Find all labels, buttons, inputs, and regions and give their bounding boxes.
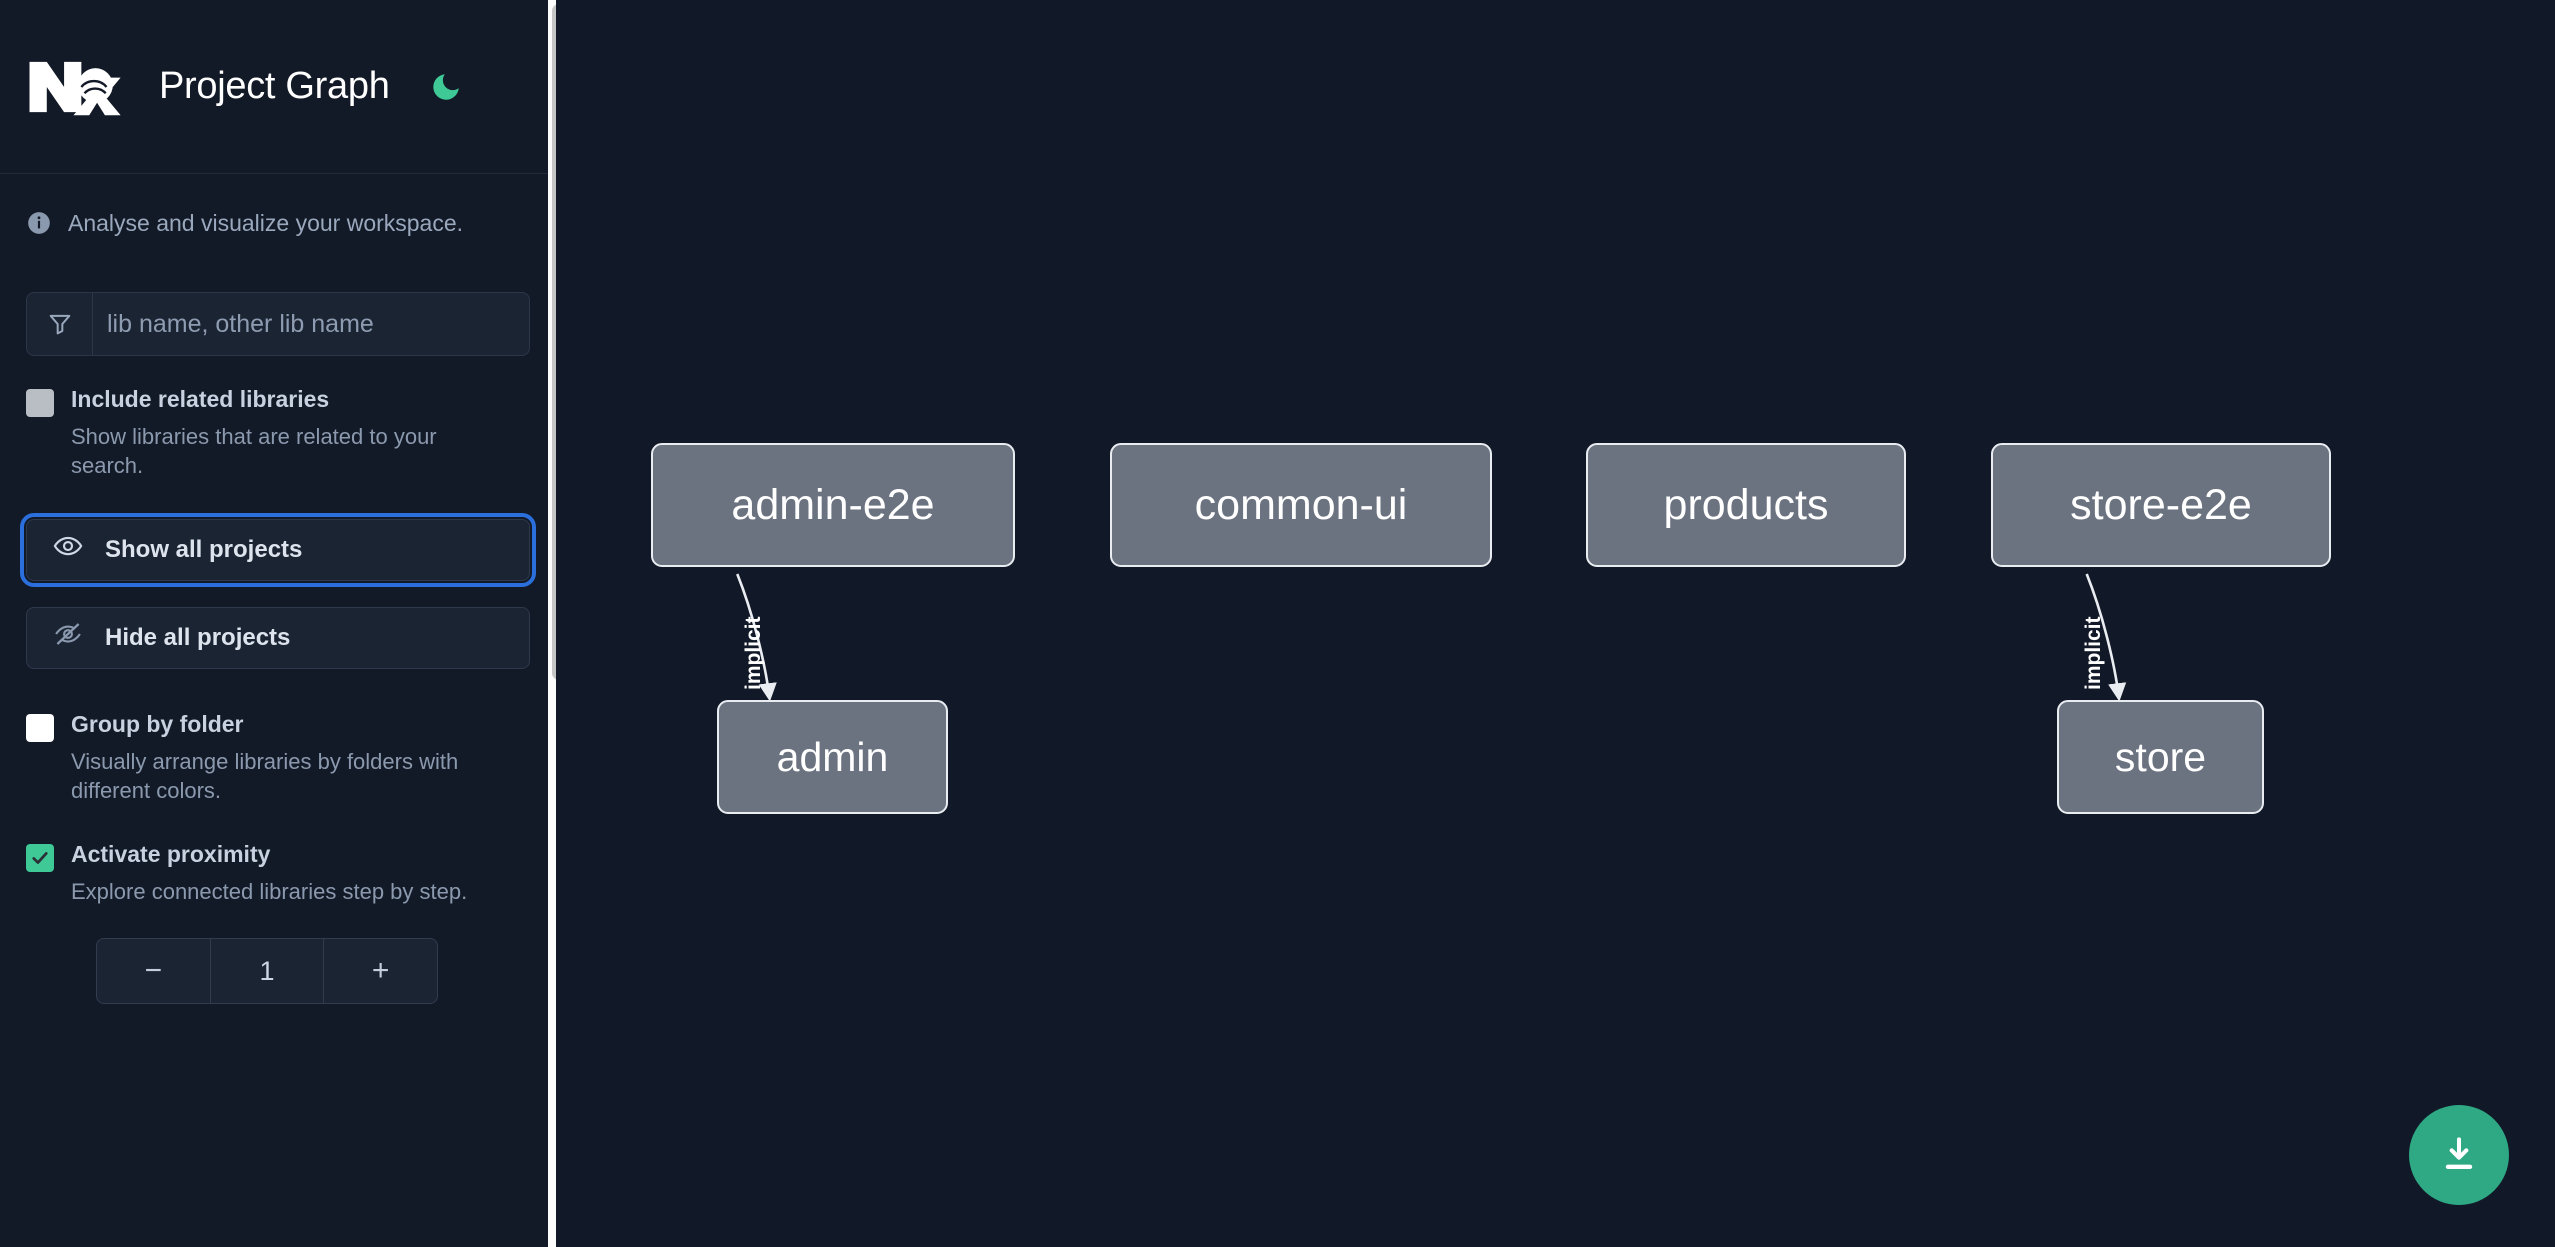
include-related-checkbox[interactable] (26, 389, 54, 417)
option-label: Include related libraries (71, 386, 330, 412)
proximity-stepper: − 1 + (96, 938, 438, 1005)
hide-all-projects-label: Hide all projects (105, 623, 291, 651)
option-description: Explore connected libraries step by step… (71, 879, 468, 904)
search-input[interactable] (93, 293, 529, 355)
eye-off-icon (53, 619, 83, 656)
graph-canvas[interactable]: admin-e2e common-ui products store-e2e a… (556, 0, 2555, 1247)
option-label: Activate proximity (71, 841, 271, 867)
node-label: products (1663, 480, 1829, 529)
sidebar: Project Graph Analyse and visualize your… (0, 0, 556, 1247)
node-label: admin-e2e (731, 480, 935, 529)
visibility-buttons: Show all projects Hide all projects (20, 512, 536, 669)
edge-label-store-implicit: implicit (2082, 616, 2105, 690)
info-icon (26, 210, 52, 236)
workspace-tagline: Analyse and visualize your workspace. (26, 174, 530, 272)
filter-row[interactable] (26, 292, 530, 356)
option-description: Visually arrange libraries by folders wi… (71, 748, 459, 803)
graph-node-store[interactable]: store (2057, 700, 2264, 814)
graph-node-store-e2e[interactable]: store-e2e (1991, 443, 2331, 567)
download-icon (2437, 1132, 2481, 1179)
graph-edges (736, 573, 2127, 702)
graph-node-products[interactable]: products (1586, 443, 1906, 567)
hide-all-projects-button[interactable]: Hide all projects (26, 606, 530, 669)
node-label: store (2114, 733, 2207, 780)
group-by-folder-checkbox[interactable] (26, 713, 54, 742)
graph-node-common-ui[interactable]: common-ui (1110, 443, 1492, 567)
option-group-by-folder: Group by folder Visually arrange librari… (26, 711, 530, 806)
sidebar-header: Project Graph (0, 0, 556, 174)
tagline-text: Analyse and visualize your workspace. (68, 209, 464, 236)
option-activate-proximity: Activate proximity Explore connected lib… (26, 841, 530, 906)
node-label: admin (776, 733, 889, 780)
node-label: common-ui (1194, 480, 1408, 529)
proximity-decrement-button[interactable]: − (144, 954, 163, 988)
graph-node-admin-e2e[interactable]: admin-e2e (651, 443, 1015, 567)
node-label: store-e2e (2070, 480, 2252, 529)
proximity-increment-button[interactable]: + (371, 954, 390, 988)
option-description: Show libraries that are related to your … (71, 424, 437, 479)
page-title: Project Graph (159, 65, 390, 107)
sidebar-scrollbar-thumb[interactable] (552, 4, 556, 680)
show-all-projects-label: Show all projects (105, 535, 303, 563)
download-graph-button[interactable] (2409, 1105, 2509, 1205)
edge-label-admin-implicit: implicit (742, 616, 765, 690)
eye-icon (53, 531, 83, 568)
proximity-value: 1 (209, 939, 325, 1004)
option-include-related: Include related libraries Show libraries… (26, 386, 530, 481)
funnel-icon (27, 293, 93, 355)
show-all-projects-button[interactable]: Show all projects (20, 512, 536, 587)
graph-node-admin[interactable]: admin (717, 700, 948, 814)
sidebar-body: Analyse and visualize your workspace. In… (0, 174, 556, 1005)
nx-logo-icon (26, 54, 121, 120)
moon-icon[interactable] (426, 67, 466, 107)
option-label: Group by folder (71, 710, 244, 737)
activate-proximity-checkbox[interactable] (26, 844, 54, 872)
